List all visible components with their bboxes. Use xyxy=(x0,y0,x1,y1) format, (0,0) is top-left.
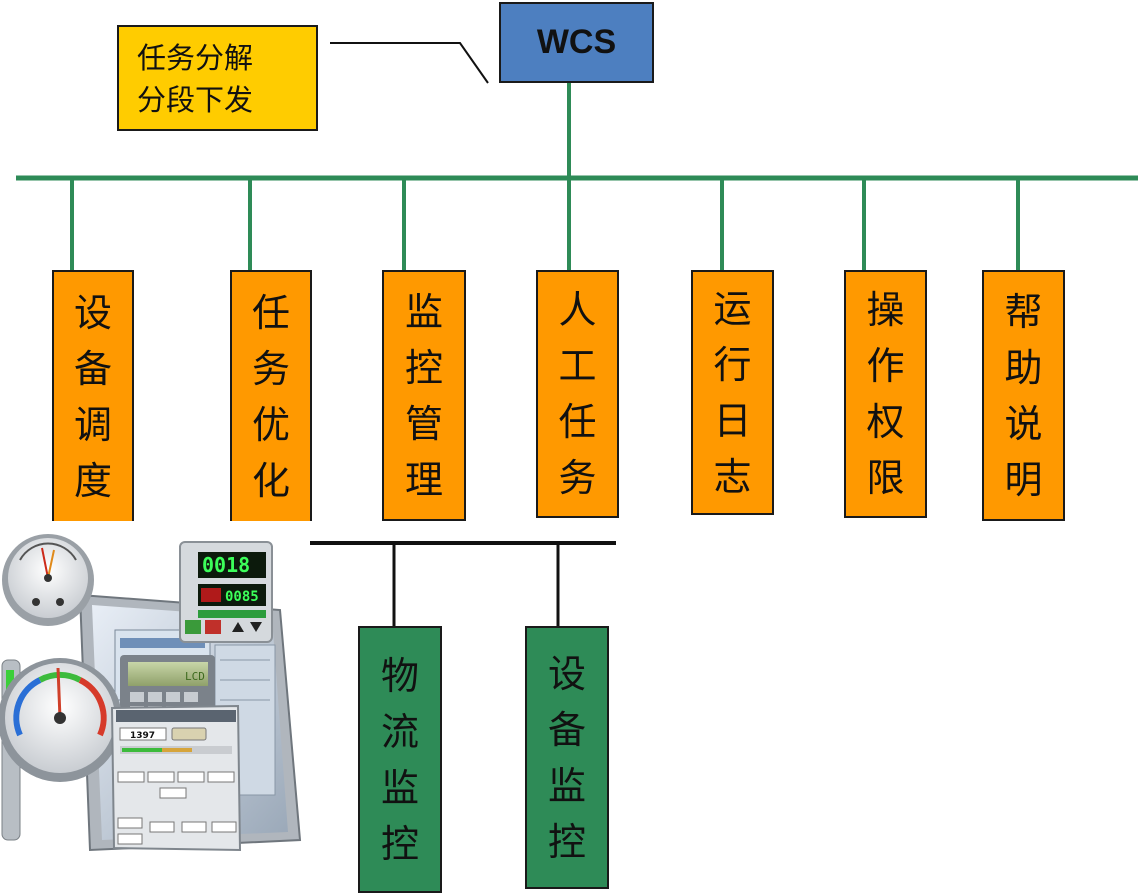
module-equipment-scheduling: 设备调度 xyxy=(52,270,134,521)
sub-module-logistics-monitoring: 物流监控 xyxy=(358,626,442,893)
task-note-box: 任务分解 分段下发 xyxy=(117,25,318,131)
label-character: 助 xyxy=(1004,345,1043,390)
note-leader-line xyxy=(330,42,489,84)
label-character: 操 xyxy=(866,288,905,332)
faceplate-control-panel: 1397 xyxy=(110,704,242,852)
module-task-optimization: 任务优化 xyxy=(230,270,312,521)
sp-readout: 0085 xyxy=(225,589,259,605)
label-character: 调 xyxy=(73,402,112,447)
note-line-1: 任务分解 xyxy=(137,41,254,75)
label-character: 监 xyxy=(547,763,586,808)
label-character: 说 xyxy=(1004,401,1043,446)
label-character: 务 xyxy=(558,456,597,500)
label-character: 控 xyxy=(547,819,586,864)
label-character: 日 xyxy=(713,398,752,443)
faceplate-value: 1397 xyxy=(130,731,155,741)
label-character: 行 xyxy=(713,342,752,387)
label-character: 帮 xyxy=(1004,289,1043,334)
module-run-log: 运行日志 xyxy=(691,270,774,515)
label-character: 控 xyxy=(404,345,443,390)
label-character: 务 xyxy=(251,346,290,391)
label-character: 作 xyxy=(866,344,905,388)
label-character: 备 xyxy=(547,707,586,752)
label-character: 权 xyxy=(866,400,905,444)
speed-dial-gauge xyxy=(0,658,122,841)
root-node-wcs: WCS xyxy=(499,2,654,83)
label-character: 管 xyxy=(404,401,443,446)
label-character: 流 xyxy=(380,709,419,754)
module-help: 帮助说明 xyxy=(982,270,1065,521)
label-character: 人 xyxy=(558,288,597,332)
label-character: 监 xyxy=(404,289,443,334)
label-character: 控 xyxy=(380,821,419,866)
label-character: 明 xyxy=(1004,457,1043,502)
note-line-2: 分段下发 xyxy=(137,83,254,117)
label-character: 度 xyxy=(73,458,112,503)
label-character: 运 xyxy=(713,286,752,331)
label-character: 备 xyxy=(73,346,112,391)
label-character: 监 xyxy=(380,765,419,810)
label-character: 理 xyxy=(404,457,443,502)
lcd-label: LCD xyxy=(185,670,205,683)
label-character: 限 xyxy=(866,456,905,500)
small-pressure-gauge xyxy=(2,534,94,626)
monitoring-dashboard-gauges-illustration: LCD 0018 0085 xyxy=(0,534,302,852)
label-character: 志 xyxy=(713,454,752,499)
pv-readout: 0018 xyxy=(202,553,250,577)
label-character: 工 xyxy=(558,344,597,388)
label-character: 化 xyxy=(251,458,290,503)
label-character: 设 xyxy=(547,651,586,696)
label-character: 物 xyxy=(380,653,419,698)
module-monitoring-management: 监控管理 xyxy=(382,270,466,521)
digital-controller-unit: 0018 0085 xyxy=(179,541,273,643)
sub-module-equipment-monitoring: 设备监控 xyxy=(525,626,609,889)
module-operation-permissions: 操作权限 xyxy=(844,270,927,518)
label-character: 设 xyxy=(73,290,112,335)
label-character: 任 xyxy=(558,400,597,444)
module-manual-task: 人工任务 xyxy=(536,270,619,518)
label-character: 优 xyxy=(251,402,290,447)
label-character: 任 xyxy=(251,290,290,335)
